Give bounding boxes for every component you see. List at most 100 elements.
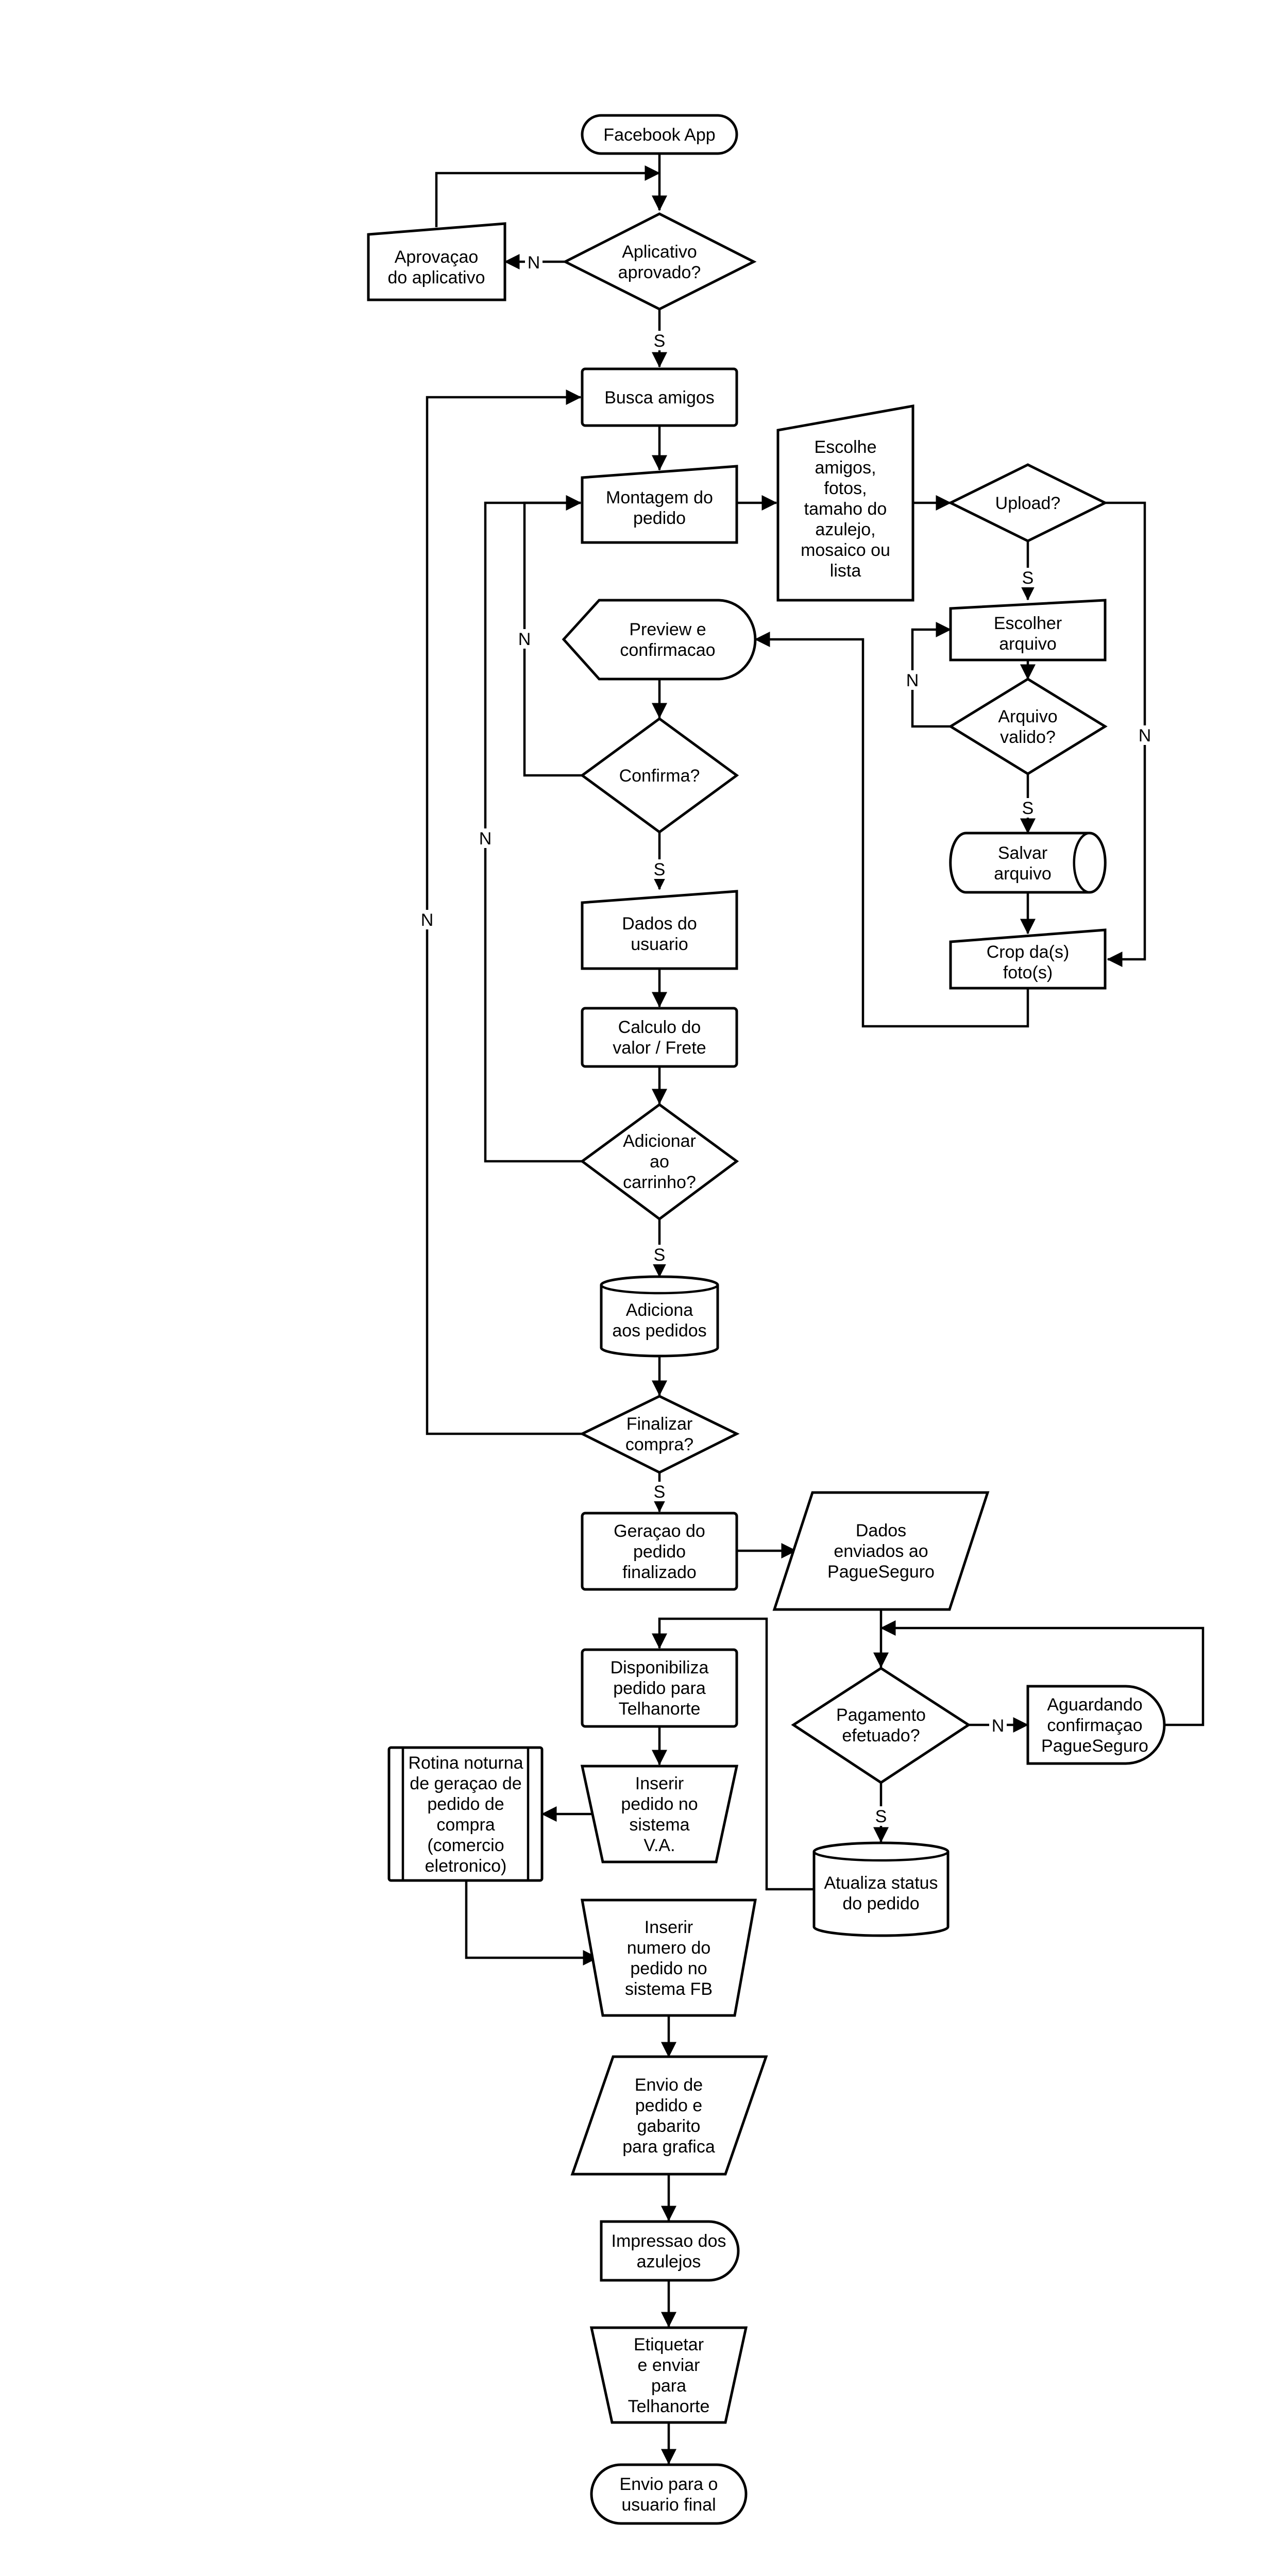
node-text: Crop da(s)foto(s) (987, 942, 1070, 982)
edge-labels: N S S N N S N S (418, 252, 1154, 1826)
node-text-line: Arquivo (998, 707, 1057, 726)
node-text-line: Telhanorte (619, 1699, 701, 1719)
node-text-line: Escolhe (815, 437, 877, 457)
label-finalizar-no: N (418, 910, 436, 930)
node-text-line: efetuado? (842, 1726, 920, 1745)
node-text-line: arquivo (999, 634, 1057, 654)
node-text-line: enviados ao (834, 1541, 928, 1561)
node-text-line: Adicionar (623, 1131, 696, 1151)
node-text-line: aos pedidos (612, 1321, 706, 1341)
node-text-line: compra? (625, 1435, 693, 1454)
node-text-line: Aplicativo (622, 242, 697, 262)
node-text-line: Aprovaçao (395, 247, 479, 267)
node-text-line: sistema (629, 1815, 689, 1835)
node-text-line: confirmaçao (1047, 1716, 1142, 1735)
node-text-line: aprovado? (618, 263, 701, 282)
node-text-line: pedido (633, 1542, 686, 1562)
node-text-line: Crop da(s) (987, 942, 1070, 962)
node-text-line: tamaho do (804, 499, 887, 519)
node-text-line: Envio de (635, 2075, 703, 2095)
node-text-line: pedido (633, 509, 686, 528)
label-adicionar-no: N (477, 828, 494, 849)
node-text-line: confirmacao (620, 640, 715, 660)
node-text-line: V.A. (643, 1836, 675, 1855)
edge-rotina-to-inserir-fb (465, 1880, 599, 1965)
svg-text:S: S (654, 860, 666, 879)
node-text-line: azulejo, (815, 520, 875, 539)
svg-text:N: N (421, 910, 434, 930)
svg-text:N: N (479, 829, 492, 849)
edge-finalizar-no-to-busca (426, 389, 582, 1435)
node-text-line: Montagem do (606, 488, 713, 507)
edge-aprovacao-loop-back (435, 165, 660, 227)
node-text-line: Confirma? (619, 766, 700, 786)
node-text-line: lista (830, 561, 861, 581)
node-text: Facebook App (603, 125, 715, 145)
node-busca-amigos: Busca amigos (581, 367, 738, 427)
node-text-line: do pedido (842, 1894, 919, 1913)
node-text-line: de geraçao de (410, 1774, 521, 1793)
label-pagamento-yes: S (873, 1806, 889, 1826)
svg-text:S: S (654, 1482, 666, 1502)
node-text-line: mosaico ou (801, 540, 890, 560)
node-text-line: pedido de (427, 1794, 504, 1814)
node-text-line: pedido no (621, 1794, 698, 1814)
edge-aguardando-loop (880, 1620, 1205, 1726)
node-confirma-decision: Confirma? (580, 717, 739, 834)
node-text-line: Pagamento (836, 1705, 926, 1725)
node-text-line: Telhanorte (628, 2397, 710, 2416)
node-text: Confirma? (619, 766, 700, 786)
node-text-line: do aplicativo (387, 268, 485, 287)
node-text-line: pedido para (613, 1679, 706, 1698)
node-text-line: Atualiza status (824, 1873, 938, 1893)
label-confirma-no: N (516, 629, 533, 649)
node-text-line: PagueSeguro (827, 1562, 935, 1582)
node-text-line: Impressao dos (612, 2231, 726, 2251)
node-text-line: arquivo (994, 864, 1052, 884)
node-text-line: eletronico) (425, 1856, 507, 1876)
label-confirma-yes: S (652, 859, 667, 879)
node-text-line: PagueSeguro (1041, 1736, 1148, 1756)
node-text-line: Facebook App (603, 125, 715, 145)
node-text-line: Upload? (995, 494, 1061, 513)
edge-crop-to-preview (754, 632, 1029, 1028)
node-text-line: (comercio (427, 1836, 504, 1855)
node-text-line: Preview e (629, 620, 706, 639)
edge-adicionar-no-to-montagem (484, 495, 582, 1163)
label-upload-yes: S (1020, 568, 1036, 588)
